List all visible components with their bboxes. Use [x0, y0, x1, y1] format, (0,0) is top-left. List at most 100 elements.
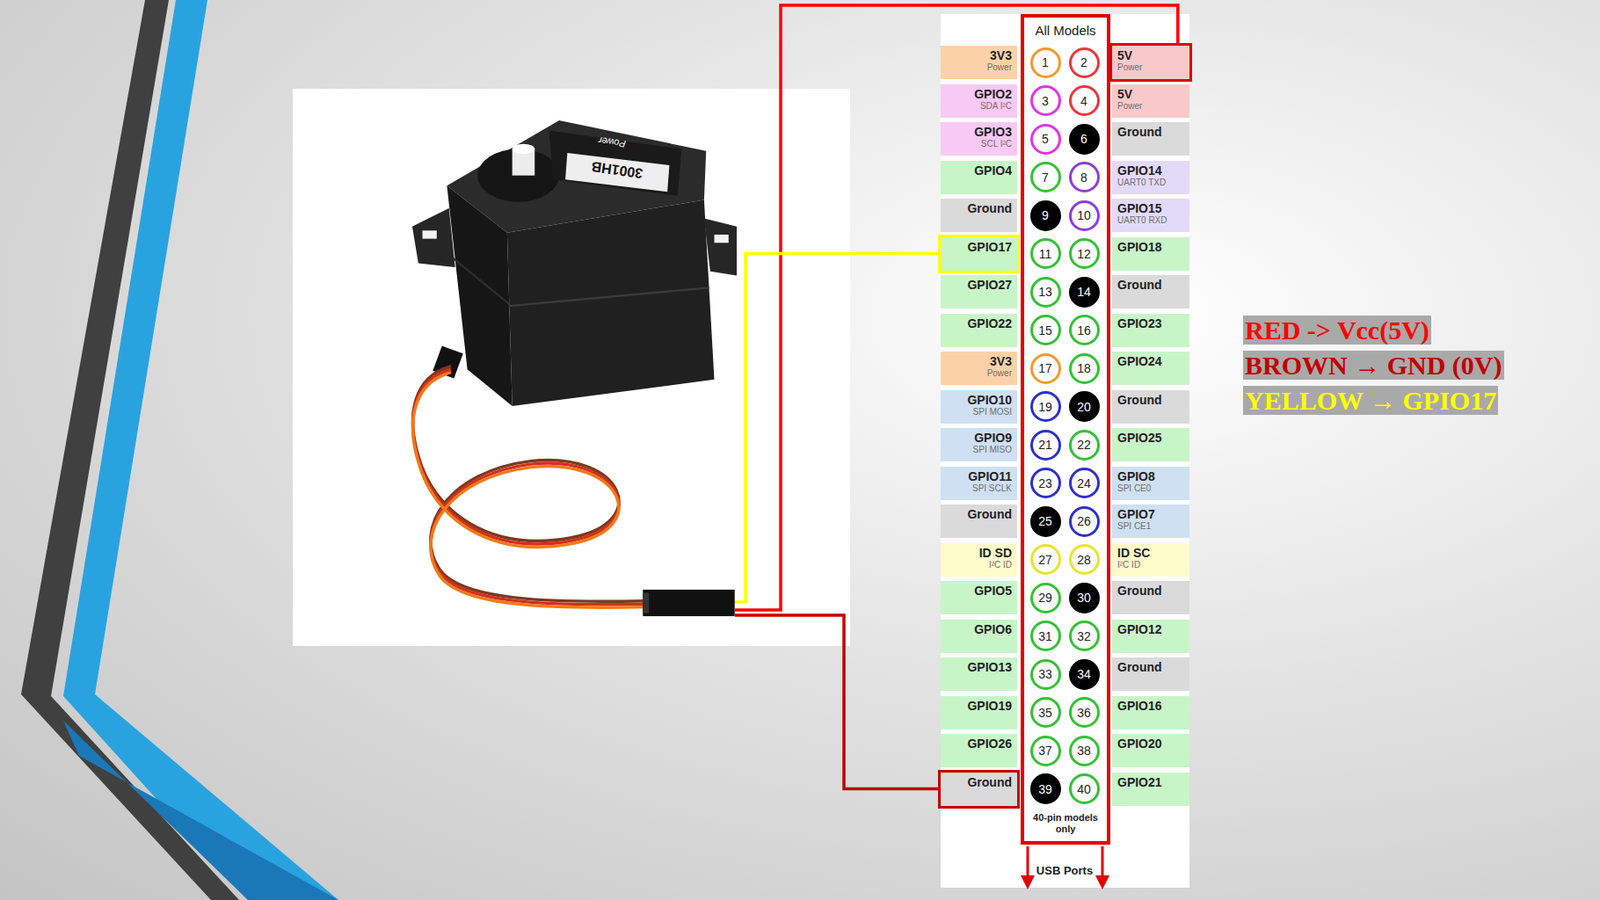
wire-note: YELLOW → GPIO17	[1243, 385, 1499, 415]
pin-label-cell: 5VPower	[1112, 45, 1190, 80]
pin-name: ID SC	[1117, 545, 1188, 560]
pin-name: GPIO2	[942, 87, 1012, 102]
pin-circle: 3	[1030, 85, 1062, 117]
pin-function: SPI CE0	[1117, 483, 1188, 495]
pin-number: 39	[1038, 782, 1053, 797]
usb-label: USB Ports	[1036, 864, 1093, 878]
pin-circle: 12	[1069, 238, 1100, 270]
pin-label-cell: ID SDI²C ID	[940, 543, 1018, 577]
pin-circle: 24	[1069, 467, 1100, 499]
pin-circle: 40	[1069, 773, 1100, 805]
pin-name: Ground	[1117, 124, 1188, 139]
pin-label-cell: GPIO26	[940, 734, 1018, 768]
wire-connector	[734, 254, 941, 604]
usb-arrow-line	[1101, 846, 1105, 878]
pin-circle: 38	[1069, 735, 1100, 767]
pin-label-cell: Ground	[1112, 657, 1190, 691]
servo-front	[507, 199, 715, 406]
pin-circle: 4	[1069, 85, 1100, 117]
pin-circle: 19	[1030, 391, 1062, 422]
pin-label-cell: Ground	[940, 772, 1018, 807]
pin-label-cell: GPIO6	[940, 619, 1018, 654]
servo-seam	[509, 287, 709, 306]
pin-function: UART0 RXD	[1117, 215, 1188, 226]
pin-number: 8	[1080, 170, 1088, 185]
pin-circle: 23	[1030, 467, 1062, 499]
mount-tab	[412, 208, 456, 268]
pin-name: 5V	[1117, 87, 1188, 102]
pin-name: 5V	[1117, 48, 1188, 63]
pin-circle: 10	[1069, 200, 1100, 232]
pin-name: GPIO6	[942, 622, 1012, 637]
pin-label-cell: GPIO20	[1112, 734, 1190, 768]
pin-circle: 1	[1030, 47, 1062, 79]
pin-number: 19	[1038, 400, 1053, 415]
pin-label-cell: 5VPower	[1112, 84, 1190, 118]
pin-number: 4	[1080, 94, 1088, 109]
pin-label-cell: GPIO23	[1112, 313, 1190, 348]
pin-name: Ground	[942, 775, 1012, 790]
pin-circle: 17	[1030, 353, 1062, 385]
pinout-panel	[940, 14, 1190, 888]
pin-circle: 6	[1069, 123, 1100, 155]
pin-name: 3V3	[942, 48, 1012, 63]
pin-label-cell: GPIO10SPI MOSI	[940, 390, 1018, 424]
pin-circle: 7	[1030, 161, 1062, 193]
pin-number: 24	[1076, 476, 1091, 491]
pin-number: 12	[1076, 247, 1091, 262]
label-holder: YELLOW → GPIO17	[1243, 385, 1499, 417]
pin-label-cell: GPIO2SDA I²C	[940, 84, 1018, 118]
footer-holder: 40-pin models only	[1024, 812, 1107, 836]
pin-label-cell: Ground	[1112, 275, 1190, 309]
pin-name: Ground	[942, 507, 1012, 522]
pin-name: GPIO19	[942, 698, 1012, 713]
pin-circle: 21	[1030, 429, 1062, 461]
pin-number: 10	[1076, 208, 1091, 223]
usb-arrow-line	[1026, 846, 1030, 878]
pin-name: GPIO4	[942, 163, 1012, 178]
pin-number: 1	[1041, 55, 1049, 70]
pin-label-cell: Ground	[940, 504, 1018, 539]
pin-label-cell: ID SCI²C ID	[1112, 543, 1190, 577]
pin-circle: 26	[1069, 506, 1100, 538]
pin-name: GPIO7	[1117, 507, 1188, 522]
wire-note: BROWN → GND (0V)	[1243, 350, 1505, 380]
servo-connector	[642, 589, 735, 617]
pin-label-cell: 3V3Power	[940, 351, 1018, 386]
pin-number: 16	[1076, 323, 1091, 338]
pin-number: 33	[1038, 667, 1053, 682]
pin-label-cell: GPIO12	[1112, 619, 1190, 654]
pin-circle: 5	[1030, 123, 1062, 155]
pin-circle: 29	[1030, 582, 1062, 614]
pin-label-cell: GPIO21	[1112, 772, 1190, 807]
pin-number: 11	[1039, 247, 1053, 262]
model-text: 3001HB	[590, 159, 644, 182]
pin-name: GPIO18	[1117, 240, 1188, 255]
pin-number: 31	[1038, 629, 1053, 644]
pin-function: Power	[942, 368, 1012, 379]
pin-number: 3	[1041, 94, 1049, 109]
pin-number: 32	[1076, 629, 1091, 644]
pin-circle: 30	[1069, 582, 1100, 614]
photo-panel	[292, 88, 851, 647]
servo-illustration	[412, 120, 737, 617]
usb-arrowhead	[1020, 875, 1035, 890]
pin-number: 23	[1038, 476, 1053, 491]
pin-label-cell: GPIO7SPI CE1	[1112, 504, 1190, 539]
pin-function: UART0 TXD	[1117, 177, 1188, 189]
pin-circle: 33	[1030, 659, 1062, 691]
connector-edge	[642, 592, 649, 613]
pin-name: GPIO20	[1117, 736, 1188, 751]
pin-circle: 35	[1030, 697, 1062, 728]
pin-number: 36	[1076, 705, 1091, 720]
pin-number: 29	[1038, 590, 1053, 605]
pin-name: Ground	[1117, 583, 1188, 598]
pin-label-cell: GPIO24	[1112, 351, 1190, 386]
sticker-text-holder: Power	[596, 133, 626, 153]
pin-name: GPIO17	[942, 240, 1012, 255]
pin-name: GPIO22	[942, 316, 1012, 331]
pin-number: 38	[1076, 743, 1091, 758]
pin-name: Ground	[1117, 277, 1188, 292]
